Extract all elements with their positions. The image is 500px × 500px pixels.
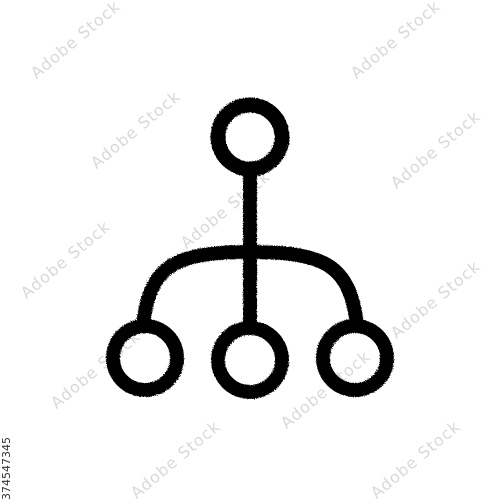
bottom-right-node [316, 319, 394, 397]
bottom-center-node [211, 321, 289, 399]
top-node [210, 97, 290, 177]
bottom-left-node [106, 319, 184, 397]
stock-id: 374547345 [0, 437, 13, 500]
branch-arc [136, 244, 364, 332]
